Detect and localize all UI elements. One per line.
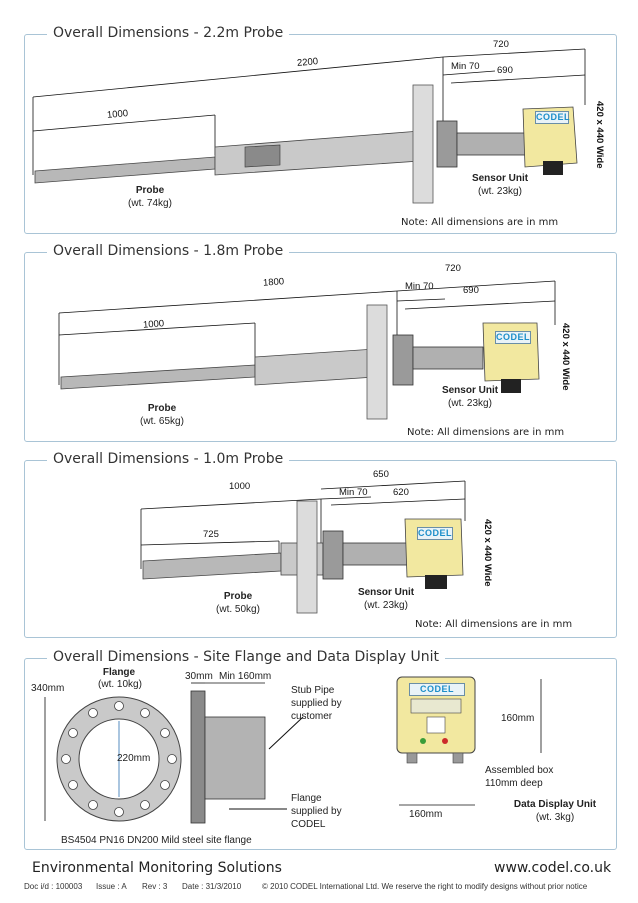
flange-supplied-line-2: supplied by <box>291 806 342 817</box>
sensor-unit-weight: (wt. 23kg) <box>364 600 408 611</box>
issue: Issue : A <box>96 882 127 891</box>
sensor-unit-label: Sensor Unit <box>441 385 499 396</box>
flange-label: Flange <box>102 667 136 678</box>
stub-pipe-line-2: supplied by <box>291 698 342 709</box>
flange-weight: (wt. 10kg) <box>98 679 142 690</box>
dim-probe: 725 <box>203 529 219 540</box>
probe-weight: (wt. 74kg) <box>128 198 172 209</box>
dim-unit-len: 690 <box>463 285 479 296</box>
dim-340: 340mm <box>31 683 65 694</box>
probe-label: Probe <box>147 403 177 414</box>
dim-unit-total: 720 <box>493 39 509 50</box>
dim-min: Min 70 <box>339 487 368 498</box>
probe-drawing-1-0m <box>140 480 466 614</box>
panel-title: Overall Dimensions - 2.2m Probe <box>47 25 290 41</box>
ddu-label: Data Display Unit <box>513 799 597 810</box>
dim-total: 1000 <box>229 481 251 492</box>
panel-1-0m-probe: Overall Dimensions - 1.0m Probe 1000 725… <box>24 451 617 638</box>
sensor-unit-label: Sensor Unit <box>471 173 529 184</box>
dim-probe: 1000 <box>142 318 165 331</box>
codel-badge: CODEL <box>409 683 465 696</box>
flange-supplied-line-1: Flange <box>291 793 322 804</box>
panel-title: Overall Dimensions - 1.8m Probe <box>47 243 290 259</box>
dim-min: Min 70 <box>405 281 434 292</box>
ddu-weight: (wt. 3kg) <box>535 812 575 823</box>
ddu-height: 160mm <box>501 713 535 724</box>
stub-pipe-line-1: Stub Pipe <box>291 685 335 696</box>
stub-pipe-line-3: customer <box>291 711 333 722</box>
probe-weight: (wt. 65kg) <box>140 416 184 427</box>
dim-total: 1800 <box>262 276 285 289</box>
assembled-line-2: 110mm deep <box>485 778 543 789</box>
dimensions-note: Note: All dimensions are in mm <box>407 427 565 438</box>
dim-min-160: Min 160mm <box>219 671 272 682</box>
sensor-unit-weight: (wt. 23kg) <box>448 398 492 409</box>
ddu-width: 160mm <box>409 809 443 820</box>
dim-total: 2200 <box>296 56 319 69</box>
dim-unit-len: 690 <box>497 65 513 76</box>
codel-badge: CODEL <box>417 527 453 540</box>
panel-title: Overall Dimensions - 1.0m Probe <box>47 451 290 467</box>
probe-drawing-1-8m <box>58 280 556 420</box>
sensor-unit-weight: (wt. 23kg) <box>478 186 522 197</box>
dim-unit-total: 720 <box>445 263 461 274</box>
dim-30: 30mm <box>185 671 213 682</box>
dim-probe: 1000 <box>106 108 129 121</box>
panel-site-flange: Overall Dimensions - Site Flange and Dat… <box>24 649 617 850</box>
codel-badge: CODEL <box>535 111 570 124</box>
dimensions-note: Note: All dimensions are in mm <box>415 619 573 630</box>
date: Date : 31/3/2010 <box>182 882 242 891</box>
probe-label: Probe <box>223 591 253 602</box>
website-link[interactable]: www.codel.co.uk <box>494 860 612 876</box>
dim-min: Min 70 <box>451 61 480 72</box>
assembled-line-1: Assembled box <box>485 765 554 776</box>
doc-id: Doc i/d : 100003 <box>24 882 83 891</box>
dim-unit-total: 650 <box>373 469 389 480</box>
panel-title: Overall Dimensions - Site Flange and Dat… <box>47 649 446 665</box>
probe-label: Probe <box>135 185 165 196</box>
box-size-label: 420 x 440 Wide <box>594 101 605 169</box>
box-size-label: 420 x 440 Wide <box>482 519 493 587</box>
flange-spec: BS4504 PN16 DN200 Mild steel site flange <box>61 835 252 846</box>
codel-badge: CODEL <box>495 331 531 344</box>
company-tagline: Environmental Monitoring Solutions <box>32 860 282 876</box>
box-size-label: 420 x 440 Wide <box>560 323 571 391</box>
dim-220: 220mm <box>117 753 151 764</box>
revision: Rev : 3 <box>142 882 168 891</box>
site-flange-drawing <box>44 676 542 824</box>
flange-supplied-line-3: CODEL <box>291 819 326 830</box>
dimensions-note: Note: All dimensions are in mm <box>401 217 559 228</box>
copyright: © 2010 CODEL International Ltd. We reser… <box>262 882 588 891</box>
sensor-unit-label: Sensor Unit <box>357 587 415 598</box>
probe-weight: (wt. 50kg) <box>216 604 260 615</box>
panel-1-8m-probe: Overall Dimensions - 1.8m Probe 1800 100… <box>24 243 617 442</box>
dim-unit-len: 620 <box>393 487 409 498</box>
panel-2-2m-probe: Overall Dimensions - 2.2m Probe 2200 100… <box>24 25 617 234</box>
